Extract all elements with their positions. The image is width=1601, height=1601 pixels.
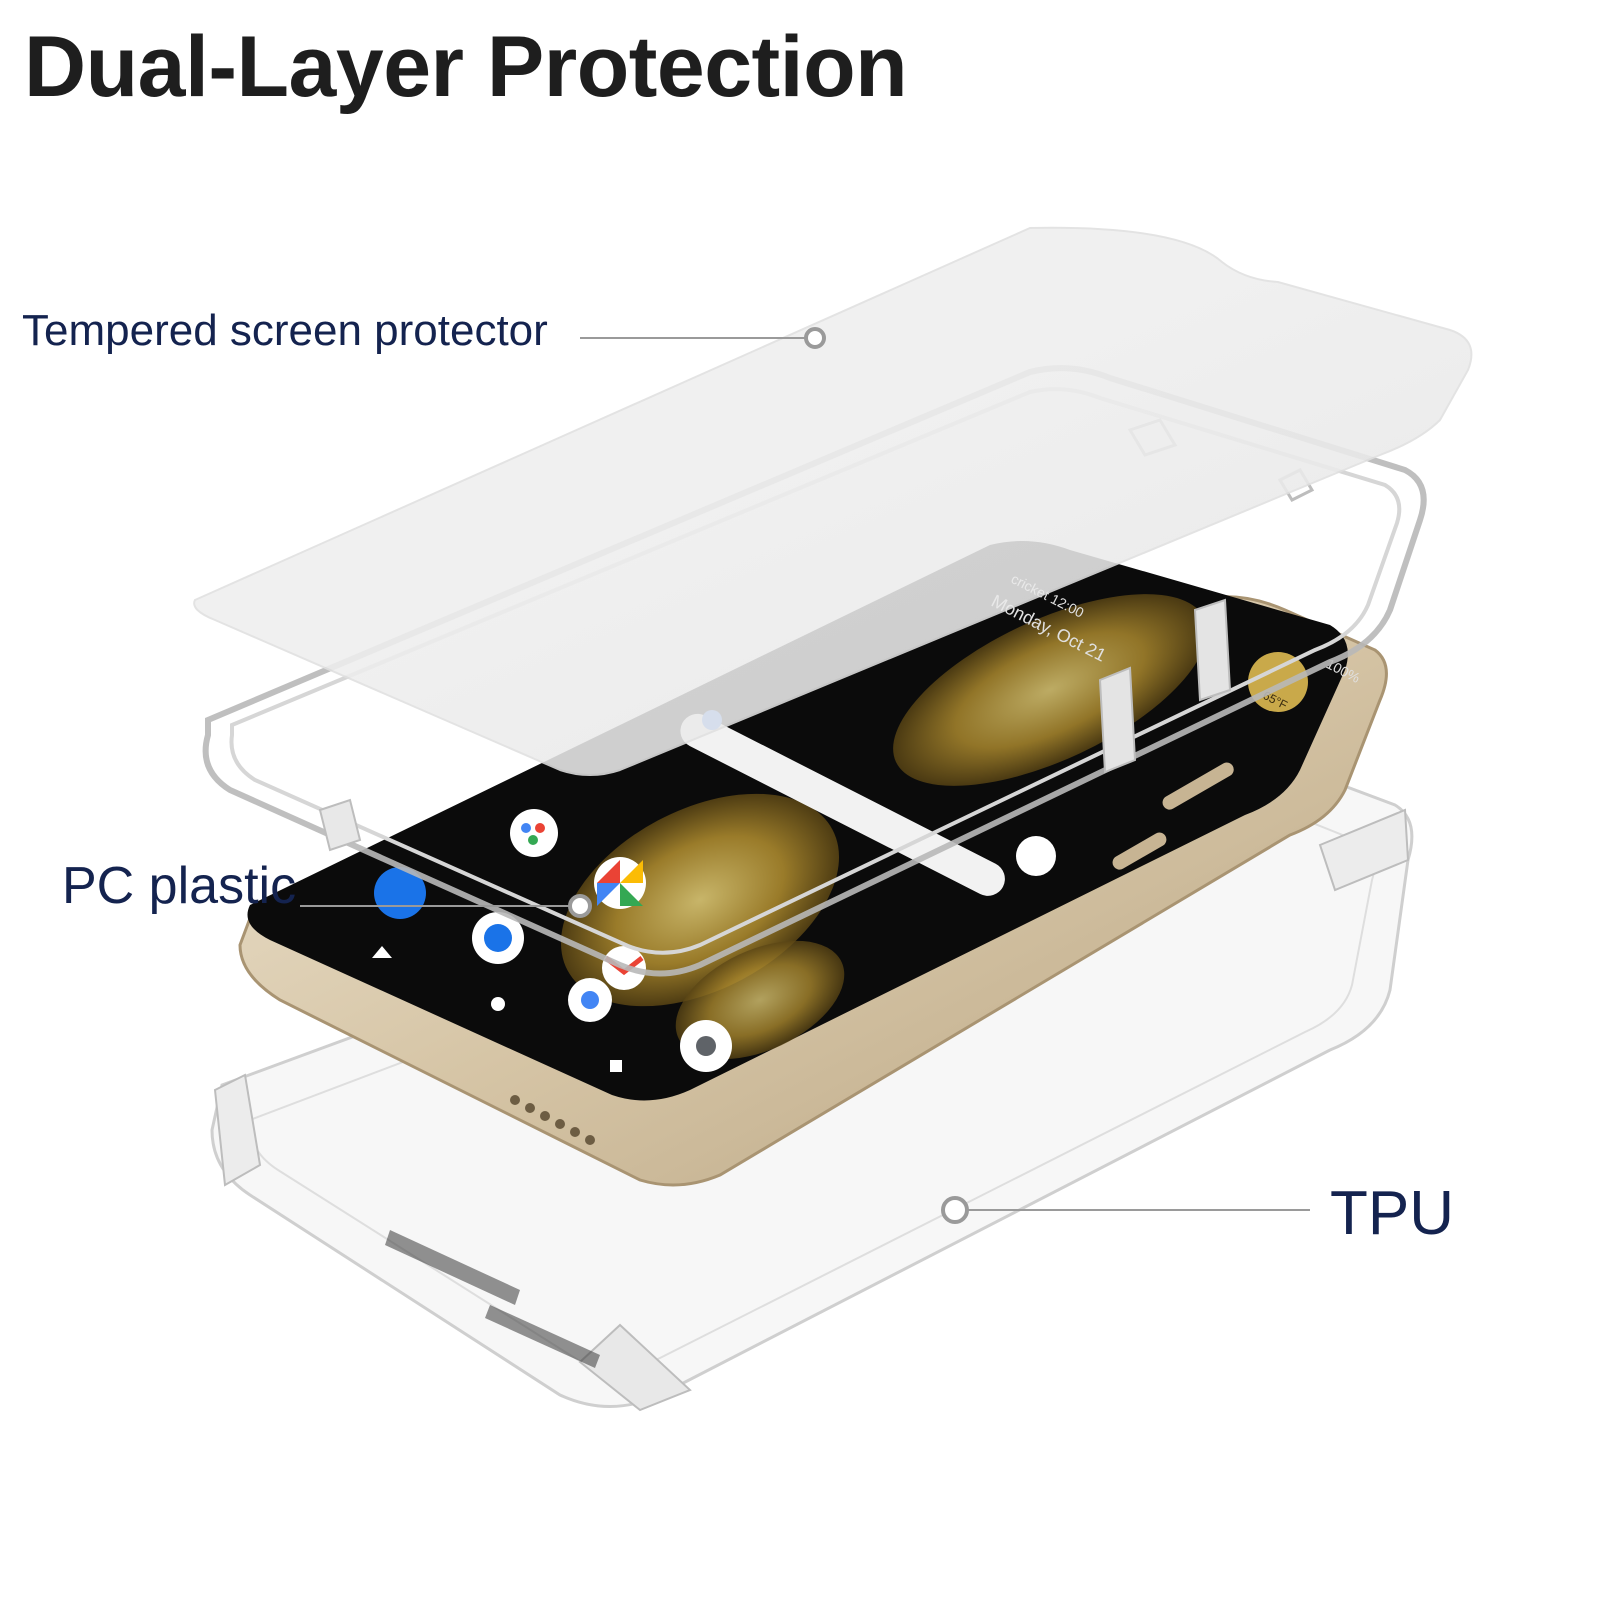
callout-tpu: TPU [1330,1179,1454,1248]
pc-marker [568,894,592,918]
speaker-grille [510,1095,595,1145]
leader-lines [300,327,1310,1224]
nav-home-icon [491,997,505,1011]
callout-pc-plastic: PC plastic [62,857,297,915]
page-title: Dual-Layer Protection [24,19,908,115]
tempered-screen-protector [193,226,1473,776]
nav-recents-icon [610,1060,622,1072]
google-search-bar [680,713,1005,896]
protector-marker [804,327,826,349]
assistant-icon [510,809,558,857]
callout-screen-protector: Tempered screen protector [22,306,548,355]
volume-button [1162,762,1234,810]
tpu-marker [941,1196,969,1224]
power-button [1112,832,1167,870]
nav-back-icon [372,946,392,958]
